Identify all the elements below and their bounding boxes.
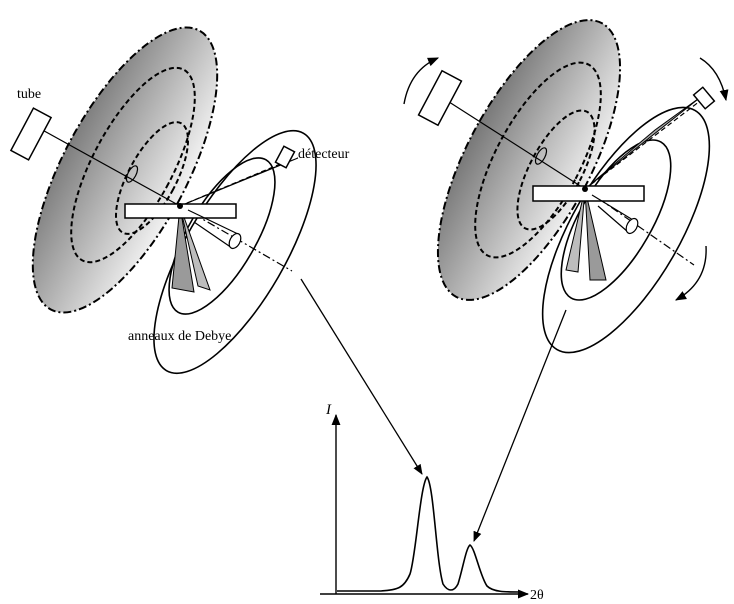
left-diffracted-beam: [179, 161, 286, 207]
right-beam-stop: [534, 147, 548, 165]
right-sample-point: [582, 186, 588, 192]
pointer-arrow-right-to-peak2: [473, 309, 567, 542]
label-tube: tube: [17, 87, 41, 102]
right-cone-lobe-down: [584, 188, 607, 281]
right-cone-lobe-down2: [565, 188, 586, 273]
intensity-curve: [337, 475, 521, 593]
right-debye-ring-inner: [560, 139, 672, 301]
left-cone-lobe-down: [171, 205, 195, 293]
right-detector-icon: [692, 86, 716, 110]
left-debye-ring-outer: [153, 129, 317, 375]
rotation-arrow-icon-top-right: [699, 57, 729, 102]
right-primary-beam: [445, 99, 586, 190]
left-cone-lobe-down2: [179, 205, 211, 291]
left-collimator-end: [228, 232, 242, 250]
diffraction-spectrum: I 2θ: [320, 402, 544, 603]
rotation-arrow-icon-top-left: [403, 57, 440, 105]
left-primary-beam: [36, 126, 181, 207]
right-collimator-icon: [591, 194, 634, 233]
label-detector: détecteur: [298, 147, 350, 162]
right-debye-ring-outer: [541, 106, 711, 354]
left-large-cone: [31, 26, 219, 314]
left-debye-ring-inner: [168, 157, 276, 315]
right-cone-lobe-up: [584, 95, 703, 190]
left-diffraction-setup: tube détecteur anneaux de Debye: [9, 26, 350, 375]
right-diffraction-setup: [403, 19, 729, 354]
right-collimator-end: [625, 217, 639, 235]
left-collimator-icon: [187, 209, 239, 249]
left-sample-point: [177, 203, 183, 209]
right-diffracted-beam: [584, 100, 701, 190]
x-axis-label: 2θ: [530, 588, 544, 603]
left-beam-stop: [125, 165, 139, 183]
label-debye-rings: anneaux de Debye: [128, 329, 231, 344]
left-inner-ring-1: [70, 66, 196, 264]
left-tube-icon: [9, 107, 53, 161]
right-inner-ring-1: [474, 61, 602, 259]
rotation-arrow-icon-bottom-right: [675, 245, 707, 301]
right-sample-plate: [532, 185, 645, 202]
left-detector-icon: [274, 145, 296, 169]
left-inner-ring-2: [114, 121, 190, 235]
pointer-arrow-left-to-peak1: [300, 278, 423, 475]
y-axis-label: I: [325, 402, 332, 418]
right-tube-icon: [417, 69, 463, 127]
